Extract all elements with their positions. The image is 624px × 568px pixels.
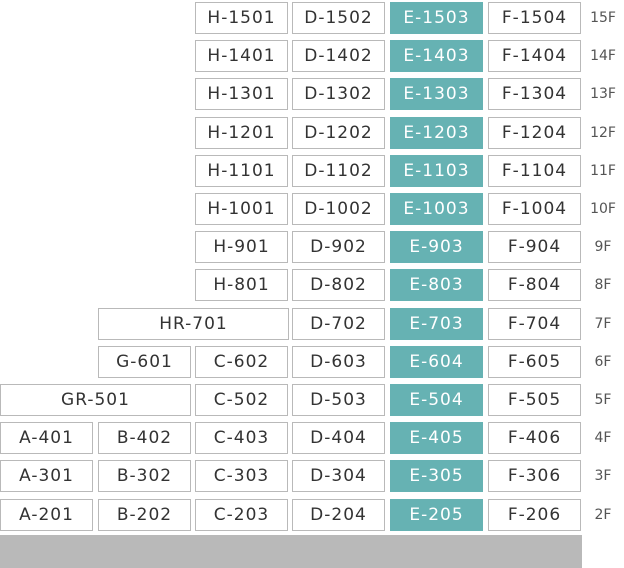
unit-d-204[interactable]: D-204: [292, 499, 385, 531]
unit-h-1201[interactable]: H-1201: [195, 117, 288, 149]
unit-e-703[interactable]: E-703: [390, 308, 483, 340]
floor-label-4f: 4F: [594, 430, 612, 446]
unit-h-801[interactable]: H-801: [195, 269, 288, 301]
unit-f-904[interactable]: F-904: [488, 231, 581, 263]
unit-f-306[interactable]: F-306: [488, 460, 581, 492]
unit-f-1204[interactable]: F-1204: [488, 117, 581, 149]
unit-h-1301[interactable]: H-1301: [195, 78, 288, 110]
unit-e-504[interactable]: E-504: [390, 384, 483, 416]
unit-d-1102[interactable]: D-1102: [292, 155, 385, 187]
unit-d-1402[interactable]: D-1402: [292, 40, 385, 72]
unit-e-1303[interactable]: E-1303: [390, 78, 483, 110]
unit-h-1401[interactable]: H-1401: [195, 40, 288, 72]
unit-d-1302[interactable]: D-1302: [292, 78, 385, 110]
unit-h-1001[interactable]: H-1001: [195, 193, 288, 225]
unit-a-201[interactable]: A-201: [0, 499, 93, 531]
unit-e-1503[interactable]: E-1503: [390, 2, 483, 34]
unit-h-1101[interactable]: H-1101: [195, 155, 288, 187]
floor-label-14f: 14F: [590, 48, 616, 64]
unit-e-405[interactable]: E-405: [390, 422, 483, 454]
unit-a-401[interactable]: A-401: [0, 422, 93, 454]
unit-g-601[interactable]: G-601: [98, 346, 191, 378]
unit-e-803[interactable]: E-803: [390, 269, 483, 301]
floor-label-5f: 5F: [594, 392, 612, 408]
unit-c-502[interactable]: C-502: [195, 384, 288, 416]
unit-b-202[interactable]: B-202: [98, 499, 191, 531]
unit-f-605[interactable]: F-605: [488, 346, 581, 378]
unit-e-903[interactable]: E-903: [390, 231, 483, 263]
unit-b-402[interactable]: B-402: [98, 422, 191, 454]
floor-label-10f: 10F: [590, 201, 616, 217]
unit-d-1002[interactable]: D-1002: [292, 193, 385, 225]
unit-f-1304[interactable]: F-1304: [488, 78, 581, 110]
unit-h-901[interactable]: H-901: [195, 231, 288, 263]
unit-hr-701[interactable]: HR-701: [98, 308, 289, 340]
unit-f-1404[interactable]: F-1404: [488, 40, 581, 72]
unit-e-205[interactable]: E-205: [390, 499, 483, 531]
floor-label-15f: 15F: [590, 10, 616, 26]
unit-h-1501[interactable]: H-1501: [195, 2, 288, 34]
unit-c-303[interactable]: C-303: [195, 460, 288, 492]
unit-c-203[interactable]: C-203: [195, 499, 288, 531]
unit-f-804[interactable]: F-804: [488, 269, 581, 301]
floor-label-13f: 13F: [590, 86, 616, 102]
unit-e-1003[interactable]: E-1003: [390, 193, 483, 225]
unit-e-604[interactable]: E-604: [390, 346, 483, 378]
unit-d-1502[interactable]: D-1502: [292, 2, 385, 34]
unit-d-404[interactable]: D-404: [292, 422, 385, 454]
unit-f-406[interactable]: F-406: [488, 422, 581, 454]
floor-label-8f: 8F: [594, 277, 612, 293]
unit-f-505[interactable]: F-505: [488, 384, 581, 416]
unit-a-301[interactable]: A-301: [0, 460, 93, 492]
unit-d-304[interactable]: D-304: [292, 460, 385, 492]
floor-label-2f: 2F: [594, 507, 612, 523]
unit-e-1403[interactable]: E-1403: [390, 40, 483, 72]
floor-label-7f: 7F: [594, 316, 612, 332]
floor-label-3f: 3F: [594, 468, 612, 484]
unit-gr-501[interactable]: GR-501: [0, 384, 191, 416]
floor-label-6f: 6F: [594, 354, 612, 370]
floor-label-11f: 11F: [590, 163, 616, 179]
unit-d-603[interactable]: D-603: [292, 346, 385, 378]
unit-c-403[interactable]: C-403: [195, 422, 288, 454]
ground-bar: [0, 535, 582, 568]
unit-d-802[interactable]: D-802: [292, 269, 385, 301]
unit-e-305[interactable]: E-305: [390, 460, 483, 492]
floor-label-12f: 12F: [590, 125, 616, 141]
unit-c-602[interactable]: C-602: [195, 346, 288, 378]
unit-f-206[interactable]: F-206: [488, 499, 581, 531]
unit-d-702[interactable]: D-702: [292, 308, 385, 340]
floor-label-9f: 9F: [594, 239, 612, 255]
unit-f-1004[interactable]: F-1004: [488, 193, 581, 225]
unit-e-1203[interactable]: E-1203: [390, 117, 483, 149]
unit-f-1504[interactable]: F-1504: [488, 2, 581, 34]
unit-d-902[interactable]: D-902: [292, 231, 385, 263]
unit-f-1104[interactable]: F-1104: [488, 155, 581, 187]
unit-e-1103[interactable]: E-1103: [390, 155, 483, 187]
unit-f-704[interactable]: F-704: [488, 308, 581, 340]
unit-b-302[interactable]: B-302: [98, 460, 191, 492]
unit-d-503[interactable]: D-503: [292, 384, 385, 416]
unit-d-1202[interactable]: D-1202: [292, 117, 385, 149]
